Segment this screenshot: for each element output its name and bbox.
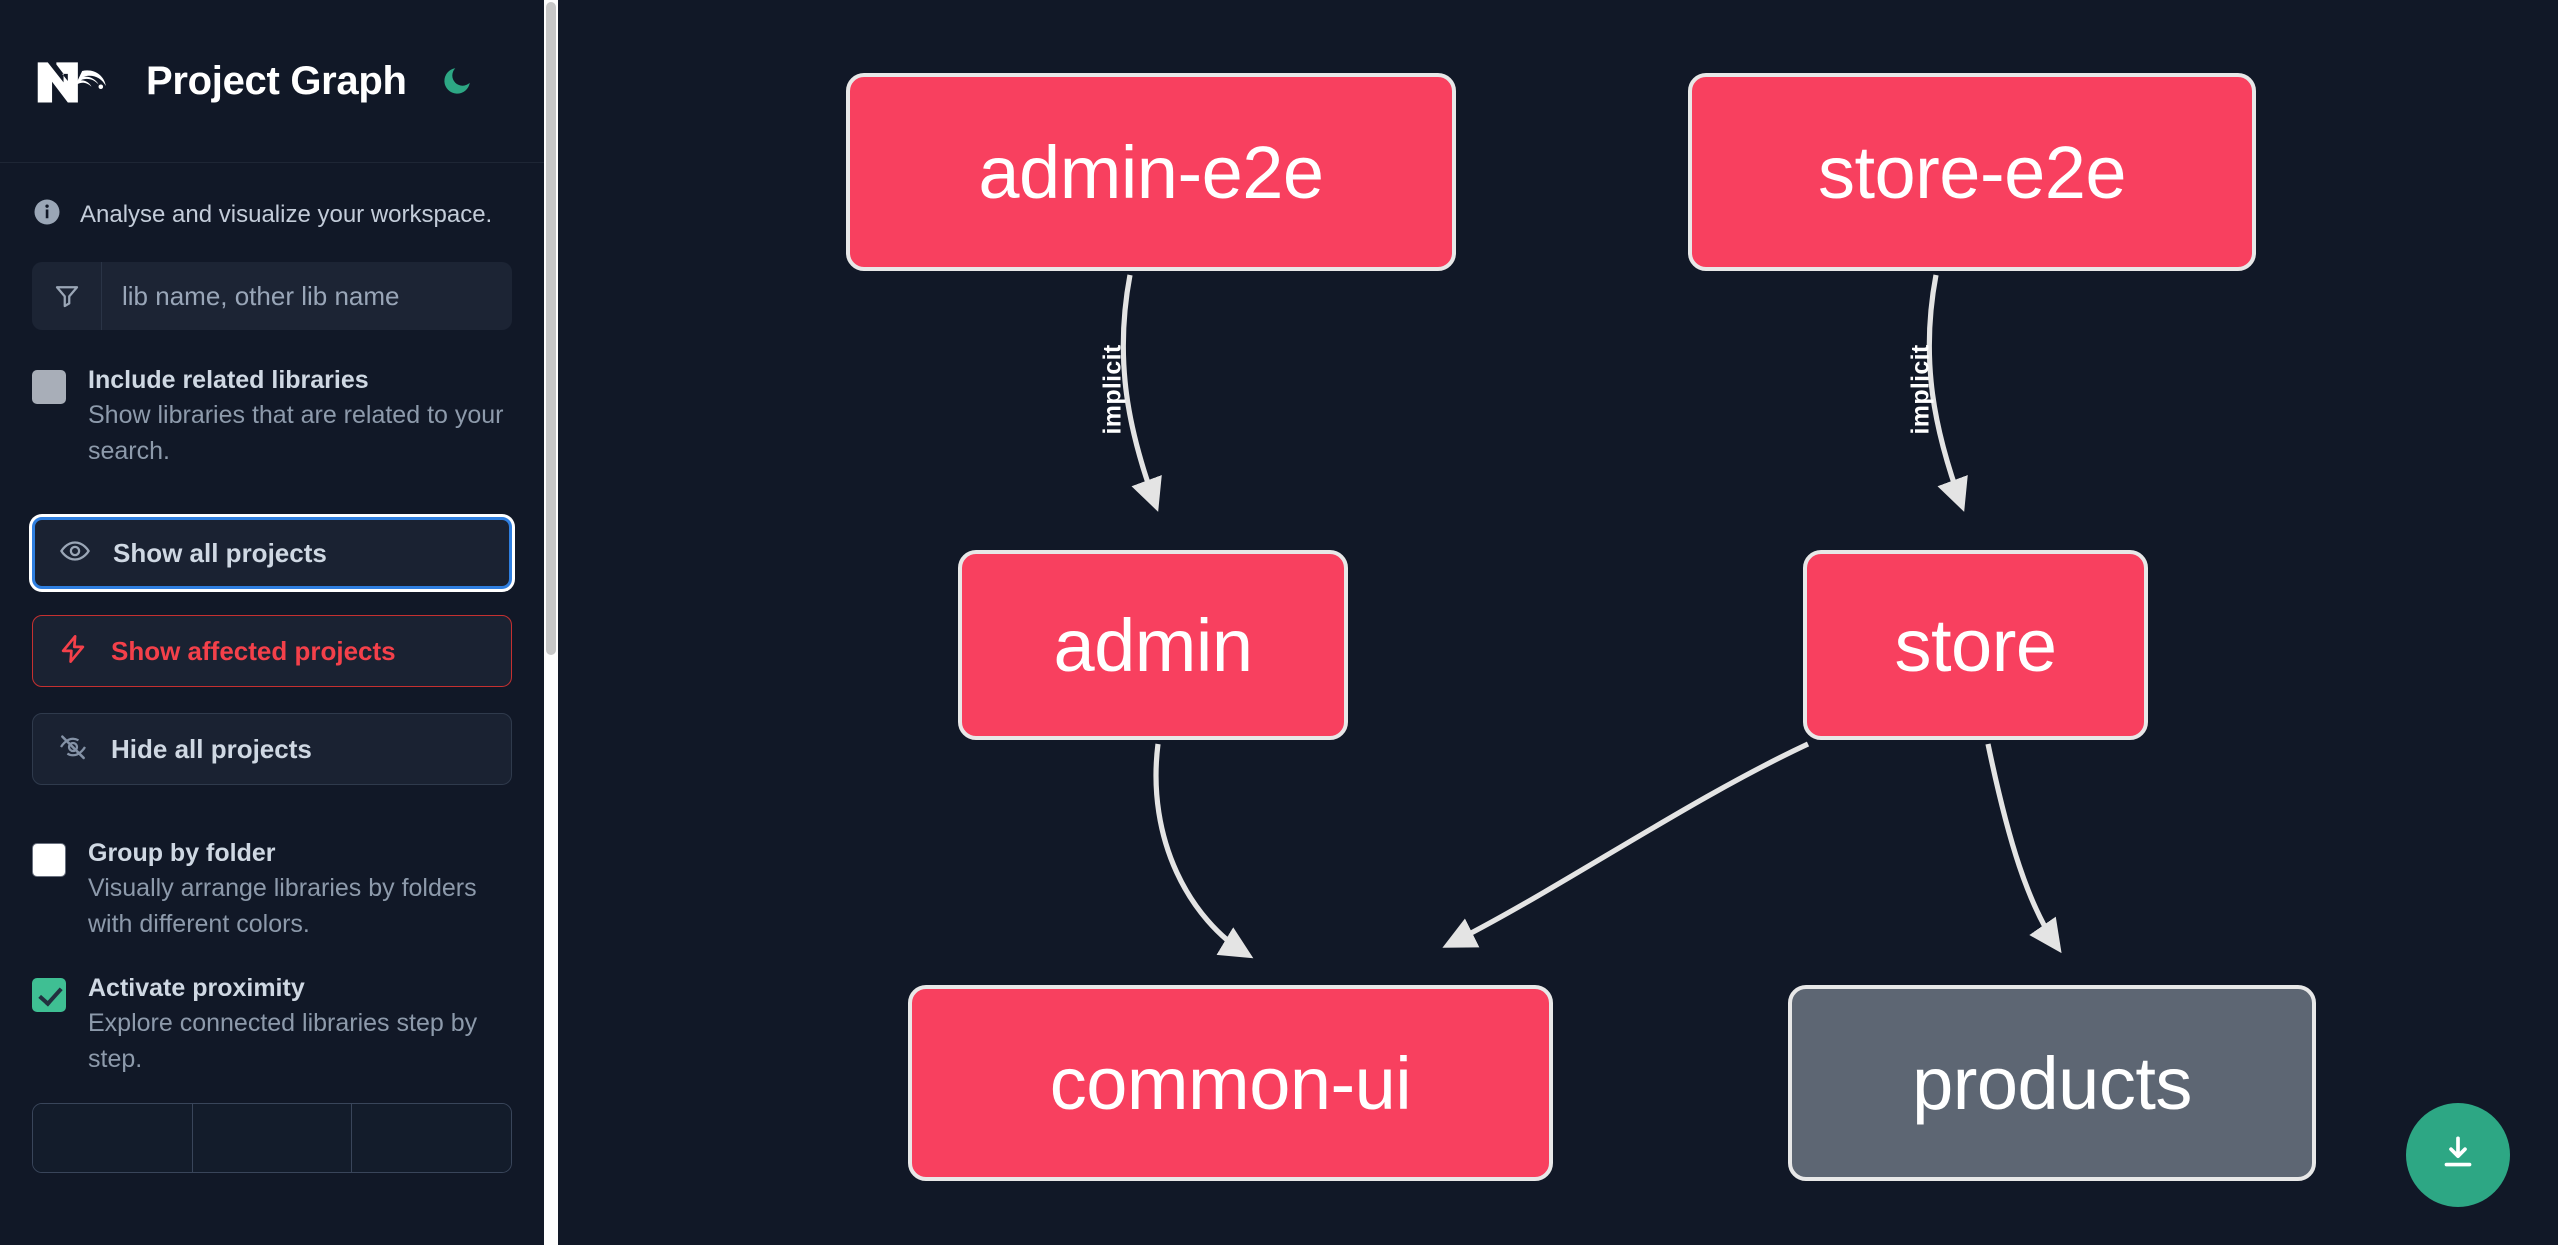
eye-off-icon [57,731,89,768]
moon-icon[interactable] [435,59,479,103]
show-all-projects-label: Show all projects [113,537,327,568]
spacer [32,811,512,833]
proximity-step-increase[interactable] [352,1104,511,1172]
download-graph-button[interactable] [2406,1103,2510,1207]
show-all-projects-button[interactable]: Show all projects [32,517,512,589]
include-related-libraries-desc: Show libraries that are related to your … [88,401,504,465]
group-by-folder-label: Group by folder [88,839,276,867]
graph-node-products[interactable]: products [1788,985,2316,1181]
edge-admin-to-common-ui [1153,743,1254,959]
sidebar-content: Project Graph Analy [0,0,544,1245]
hide-all-projects-button[interactable]: Hide all projects [32,713,512,785]
graph-node-label: store-e2e [1817,130,2127,214]
lightning-icon [57,633,89,670]
proximity-step-value[interactable] [192,1104,353,1172]
sidebar-header: Project Graph [0,0,544,163]
show-affected-projects-label: Show affected projects [111,635,396,666]
graph-node-label: admin [1053,603,1253,687]
nx-logo-icon [32,53,118,109]
edge-store-e2e-to-store [1926,274,1968,512]
activate-proximity-checkbox[interactable] [32,978,66,1012]
edge-store-to-products [1985,743,2062,954]
edge-label-store-implicit: implicit [1906,344,1935,435]
group-by-folder-desc: Visually arrange libraries by folders wi… [88,874,477,938]
option-include-related-libraries[interactable]: Include related libraries Show libraries… [32,360,512,469]
eye-icon [59,535,91,572]
info-banner: Analyse and visualize your workspace. [32,163,512,262]
include-related-libraries-checkbox[interactable] [32,370,66,404]
sidebar-scrollbar[interactable] [544,0,558,1245]
graph-node-admin[interactable]: admin [958,550,1348,740]
activate-proximity-label: Activate proximity [88,974,305,1002]
filter-funnel-icon [32,262,102,330]
graph-node-common-ui[interactable]: common-ui [908,985,1553,1181]
graph-edges [1120,274,2062,959]
page-title: Project Graph [146,58,407,103]
info-text: Analyse and visualize your workspace. [80,200,493,228]
graph-node-label: common-ui [1049,1041,1412,1125]
graph-node-store[interactable]: store [1803,550,2148,740]
graph-node-store-e2e[interactable]: store-e2e [1688,73,2256,271]
option-activate-proximity[interactable]: Activate proximity Explore connected lib… [32,968,512,1077]
graph-node-label: admin-e2e [978,130,1324,214]
activate-proximity-desc: Explore connected libraries step by step… [88,1009,478,1073]
info-circle-icon [32,197,62,232]
download-icon [2437,1132,2479,1179]
hide-all-projects-label: Hide all projects [111,733,312,764]
proximity-step-decrease[interactable] [33,1104,193,1172]
sidebar-body: Analyse and visualize your workspace. In… [0,163,544,1173]
proximity-step-group[interactable] [32,1103,512,1173]
graph-node-label: products [1912,1041,2192,1125]
spacer [32,495,512,517]
graph-node-admin-e2e[interactable]: admin-e2e [846,73,1456,271]
search-input[interactable] [102,262,512,330]
edge-store-to-common-ui [1442,741,1810,948]
include-related-libraries-label: Include related libraries [88,366,369,394]
option-group-by-folder[interactable]: Group by folder Visually arrange librari… [32,833,512,942]
search-box[interactable] [32,262,512,330]
edge-label-admin-implicit: implicit [1098,344,1127,435]
graph-canvas[interactable]: admin-e2e store-e2e admin store common-u… [558,0,2558,1245]
show-affected-projects-button[interactable]: Show affected projects [32,615,512,687]
sidebar: Project Graph Analy [0,0,558,1245]
sidebar-scrollbar-thumb[interactable] [546,2,556,655]
graph-node-label: store [1894,603,2057,687]
edge-admin-e2e-to-admin [1120,274,1162,512]
group-by-folder-checkbox[interactable] [32,843,66,877]
